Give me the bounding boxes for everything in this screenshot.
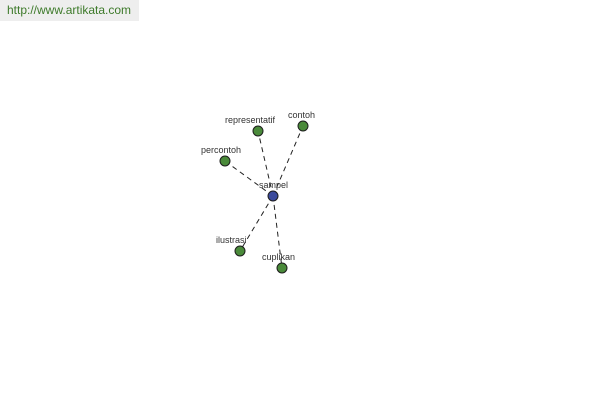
node-marker [276,262,288,274]
node-sampel[interactable]: sampel [259,180,288,202]
node-label-ilustrasi: ilustrasi [216,235,247,245]
node-cuplikan[interactable]: cuplikan [262,252,295,274]
source-url-banner[interactable]: http://www.artikata.com [0,0,139,21]
node-ilustrasi[interactable]: ilustrasi [216,235,247,257]
graph-edges [224,125,304,269]
node-label-sampel: sampel [259,180,288,190]
node-marker [252,125,264,137]
node-contoh[interactable]: contoh [288,110,315,132]
node-label-contoh: contoh [288,110,315,120]
edge-sampel-contoh [272,125,304,197]
edge-sampel-ilustrasi [239,195,274,252]
node-marker [219,155,231,167]
node-label-percontoh: percontoh [201,145,241,155]
node-percontoh[interactable]: percontoh [201,145,241,167]
node-marker [234,245,246,257]
node-marker [297,120,309,132]
node-representatif[interactable]: representatif [225,115,276,137]
node-label-cuplikan: cuplikan [262,252,295,262]
edge-sampel-cuplikan [272,195,283,269]
node-label-representatif: representatif [225,115,276,125]
edge-sampel-representatif [257,130,274,197]
graph-nodes: representatif contoh percontoh ilustrasi… [201,110,315,274]
edge-sampel-percontoh [224,160,274,197]
center-node-marker [267,190,279,202]
